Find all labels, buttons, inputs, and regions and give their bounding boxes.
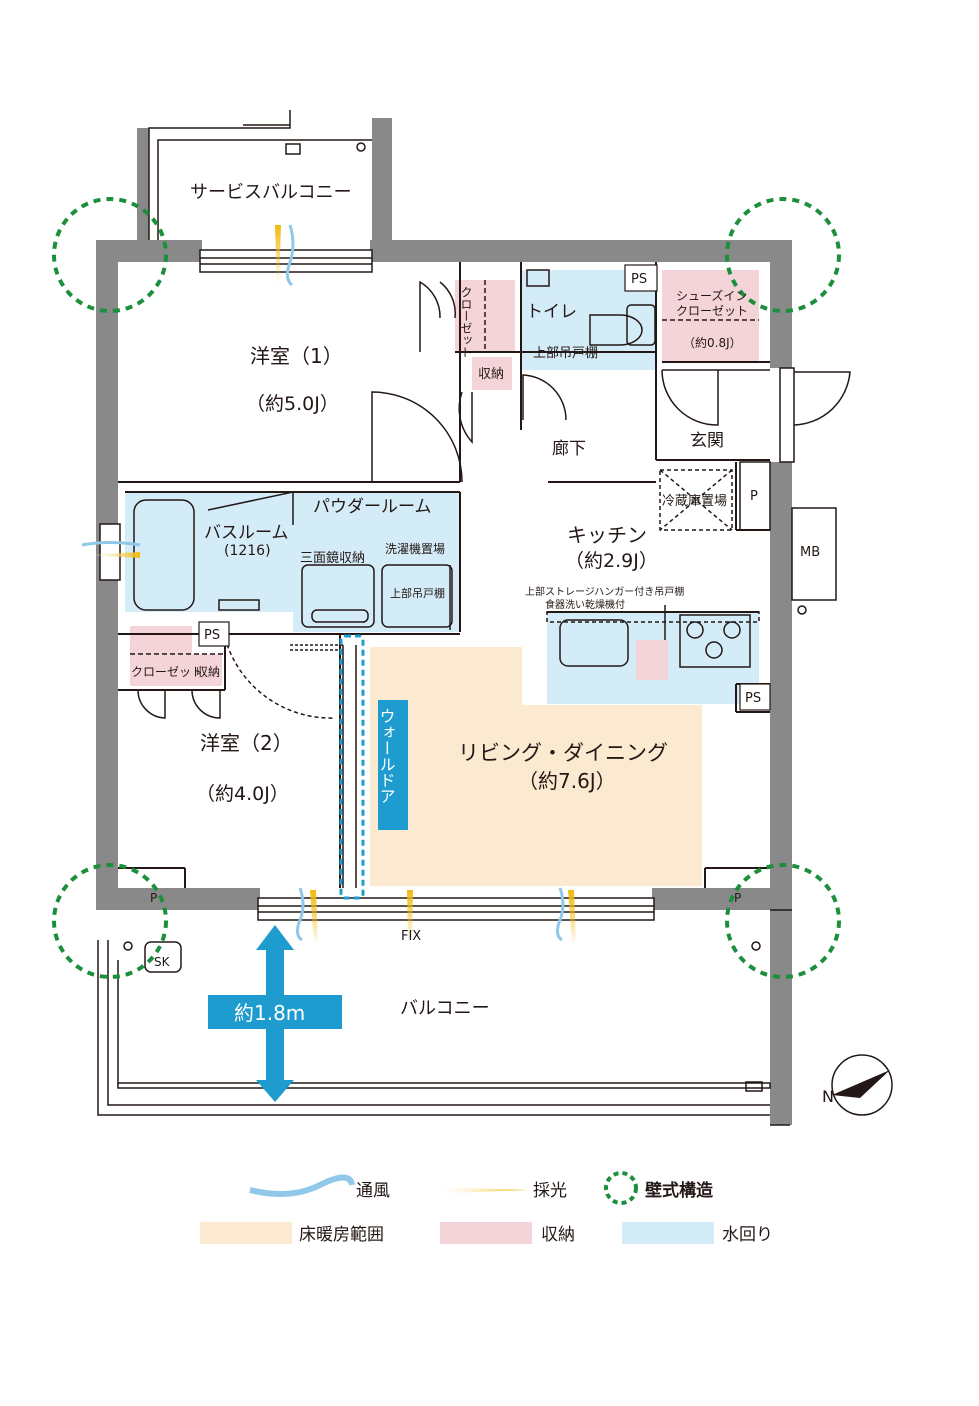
bedroom2-size: （約4.0J） xyxy=(196,783,289,805)
depth-arrow xyxy=(208,925,342,1102)
upper-cabinet-label-2: 上部吊戸棚 xyxy=(390,586,445,600)
floor-heating-legend-swatch xyxy=(200,1222,292,1244)
service-balcony-label: サービスバルコニー xyxy=(190,182,352,203)
closet-vertical-label: クローゼット xyxy=(459,286,473,358)
windows xyxy=(99,249,795,921)
depth-label: 約1.8m xyxy=(234,1001,305,1025)
fixtures xyxy=(123,269,837,973)
ventilation-legend-icon xyxy=(249,1174,355,1197)
closet-label: クローゼット xyxy=(131,665,203,679)
storage-label-1: 収納 xyxy=(478,367,504,382)
stove-burners xyxy=(686,621,741,659)
fridge-area xyxy=(659,469,733,531)
wash-basin-icon xyxy=(301,564,375,628)
floor-heating-zone xyxy=(370,647,702,886)
legend-floor-heating: 床暖房範囲 xyxy=(299,1225,384,1245)
daylight-markers xyxy=(84,225,576,945)
toilet-label: トイレ xyxy=(526,302,577,322)
outer-walls xyxy=(96,118,792,1125)
bedroom2-name: 洋室（2） xyxy=(200,731,293,755)
kitchen-size: （約2.9J） xyxy=(565,550,658,572)
svg-text:N: N xyxy=(822,1087,834,1106)
p-label-2: P xyxy=(150,891,157,905)
balcony-outline xyxy=(97,909,792,1126)
sink-icon xyxy=(559,619,629,667)
bathroom-size: (1216) xyxy=(224,543,271,559)
bedroom1-name: 洋室（1） xyxy=(250,344,343,368)
kitchen-note2: 食器洗い乾燥機付 xyxy=(545,598,625,611)
wall-door-outline xyxy=(339,634,365,900)
ventilation-markers xyxy=(81,224,565,942)
ps-label-2: PS xyxy=(204,628,220,643)
wall-structure-legend-icon xyxy=(604,1171,638,1205)
toilet-tank-icon xyxy=(526,269,550,287)
ps-label-1: PS xyxy=(631,272,647,287)
p-label-1: P xyxy=(750,489,758,504)
p-label-3: P xyxy=(734,891,741,905)
stove-icon xyxy=(679,614,751,668)
kitchen-name: キッチン xyxy=(567,523,647,547)
entrance-label: 玄関 xyxy=(690,431,724,451)
legend-storage: 収納 xyxy=(541,1225,575,1245)
sk-label: SK xyxy=(154,955,171,969)
triple-mirror-label: 三面鏡収納 xyxy=(300,551,365,566)
bedroom1-size: （約5.0J） xyxy=(246,393,339,415)
legend-ventilation: 通風 xyxy=(356,1181,390,1201)
washer-icon xyxy=(381,564,453,628)
ps-label-3: PS xyxy=(745,691,761,706)
living-size: （約7.6J） xyxy=(518,769,616,793)
living-name: リビング・ダイニング xyxy=(458,741,668,765)
hallway-label: 廊下 xyxy=(552,439,586,459)
mb-label: MB xyxy=(800,545,820,560)
legend-water: 水回り xyxy=(722,1225,773,1245)
daylight-legend-icon xyxy=(432,1187,528,1194)
shoes-closet-size: （約0.8J） xyxy=(683,335,742,350)
fridge-label: 冷蔵庫置場 xyxy=(662,494,727,509)
wall-door-label-box xyxy=(378,700,408,830)
kitchen-note1: 上部ストレージハンガー付き吊戸棚 xyxy=(525,585,684,598)
legend-daylight: 採光 xyxy=(533,1181,567,1201)
wall-door-label: ウォールドア xyxy=(377,708,396,804)
balcony-label: バルコニー xyxy=(400,998,490,1019)
sk-sink-icon xyxy=(144,941,182,973)
wall-structure-markers xyxy=(52,197,841,979)
storage-label-2: 収納 xyxy=(196,665,220,679)
legend-wall-structure: 壁式構造 xyxy=(645,1180,714,1201)
water-legend-swatch xyxy=(622,1222,714,1244)
shoes-closet-line1: シューズイン xyxy=(676,288,747,303)
powder-room-label: パウダールーム xyxy=(313,497,432,517)
bathroom-label: バスルーム xyxy=(204,523,289,543)
fix-label: FIX xyxy=(401,929,421,944)
legend: 通風 採光 壁式構造 床暖房範囲 収納 水回り xyxy=(200,1171,773,1245)
shoes-closet-line2: クローゼット xyxy=(676,304,748,318)
service-balcony-outline xyxy=(148,110,372,240)
north-compass-icon: N xyxy=(822,1054,893,1116)
upper-cabinet-label: 上部吊戸棚 xyxy=(533,346,598,361)
mb-box xyxy=(791,507,837,601)
storage-legend-swatch xyxy=(440,1222,532,1244)
washer-label: 洗濯機置場 xyxy=(385,541,445,556)
doors xyxy=(137,280,851,888)
